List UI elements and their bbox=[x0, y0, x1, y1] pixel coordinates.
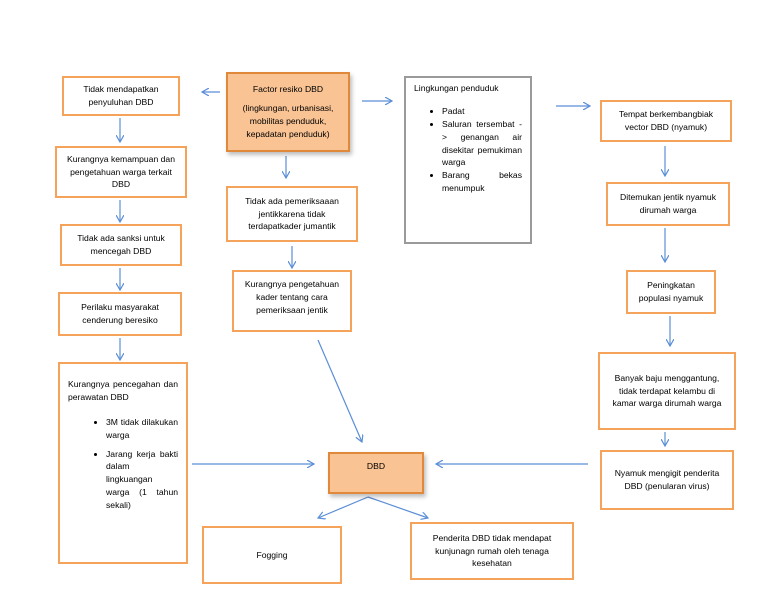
kader-node: Kurangnya pengetahuan kader tentang cara… bbox=[232, 270, 352, 332]
sanksi-text: Tidak ada sanksi untuk mencegah DBD bbox=[77, 233, 165, 256]
ditemukan-node: Ditemukan jentik nyamuk dirumah warga bbox=[606, 182, 730, 226]
perilaku-text: Perilaku masyarakat cenderung beresiko bbox=[81, 302, 159, 325]
kader-text: Kurangnya pengetahuan kader tentang cara… bbox=[244, 279, 340, 315]
factor-title: Factor resiko DBD bbox=[252, 84, 324, 95]
penyuluhan-text: Tidak mendapatkan penyuluhan DBD bbox=[83, 84, 159, 107]
factor-node: Factor resiko DBD (lingkungan, urbanisas… bbox=[226, 72, 350, 152]
fogging-node: Fogging bbox=[202, 526, 342, 584]
baju-node: Banyak baju menggantung, tidak terdapat … bbox=[598, 352, 736, 430]
dbd-text: DBD bbox=[366, 461, 386, 471]
pencegahan-item: 3M tidak dilakukan warga bbox=[106, 416, 178, 442]
arrow-dbd-to-penderita bbox=[367, 496, 428, 518]
penyuluhan-node: Tidak mendapatkan penyuluhan DBD bbox=[62, 76, 180, 116]
menggigit-text: Nyamuk mengigit penderita DBD (penularan… bbox=[614, 468, 720, 491]
lingkungan-item: Padat bbox=[442, 105, 522, 118]
jentik-check-text: Tidak ada pemeriksaaan jentikkarena tida… bbox=[245, 195, 339, 232]
pencegahan-list: 3M tidak dilakukan warga Jarang kerja ba… bbox=[68, 416, 178, 512]
dbd-node: DBD bbox=[328, 452, 424, 494]
peningkatan-text: Peningkatan populasi nyamuk bbox=[638, 280, 704, 303]
factor-body: (lingkungan, urbanisasi, mobilitas pendu… bbox=[242, 103, 334, 139]
arrow-kader-to-dbd bbox=[317, 339, 362, 442]
arrow-dbd-to-fogging bbox=[318, 496, 369, 518]
perilaku-node: Perilaku masyarakat cenderung beresiko bbox=[58, 292, 182, 336]
sanksi-node: Tidak ada sanksi untuk mencegah DBD bbox=[60, 224, 182, 266]
tempat-text: Tempat berkembangbiak vector DBD (nyamuk… bbox=[618, 109, 714, 132]
jentik-check-node: Tidak ada pemeriksaaan jentikkarena tida… bbox=[226, 186, 358, 242]
lingkungan-list: Padat Saluran tersembat -> genangan air … bbox=[414, 105, 522, 195]
tempat-node: Tempat berkembangbiak vector DBD (nyamuk… bbox=[600, 100, 732, 142]
penderita-text: Penderita DBD tidak mendapat kunjunagn r… bbox=[432, 532, 552, 569]
lingkungan-title: Lingkungan penduduk bbox=[414, 83, 499, 93]
penderita-node: Penderita DBD tidak mendapat kunjunagn r… bbox=[410, 522, 574, 580]
lingkungan-item: Saluran tersembat -> genangan air diseki… bbox=[442, 118, 522, 170]
lingkungan-item: Barang bekas menumpuk bbox=[442, 169, 522, 195]
pencegahan-intro: Kurangnya pencegahan dan perawatan DBD bbox=[68, 379, 178, 402]
peningkatan-node: Peningkatan populasi nyamuk bbox=[626, 270, 716, 314]
ditemukan-text: Ditemukan jentik nyamuk dirumah warga bbox=[619, 192, 716, 215]
pencegahan-node: Kurangnya pencegahan dan perawatan DBD 3… bbox=[58, 362, 188, 564]
kemampuan-text: Kurangnya kemampuan dan pengetahuan warg… bbox=[67, 153, 175, 190]
fogging-text: Fogging bbox=[256, 549, 288, 560]
lingkungan-node: Lingkungan penduduk Padat Saluran tersem… bbox=[404, 76, 532, 244]
baju-text: Banyak baju menggantung, tidak terdapat … bbox=[612, 372, 722, 409]
kemampuan-node: Kurangnya kemampuan dan pengetahuan warg… bbox=[55, 146, 187, 198]
menggigit-node: Nyamuk mengigit penderita DBD (penularan… bbox=[600, 450, 734, 510]
pencegahan-item: Jarang kerja bakti dalam lingkuangan war… bbox=[106, 448, 178, 512]
